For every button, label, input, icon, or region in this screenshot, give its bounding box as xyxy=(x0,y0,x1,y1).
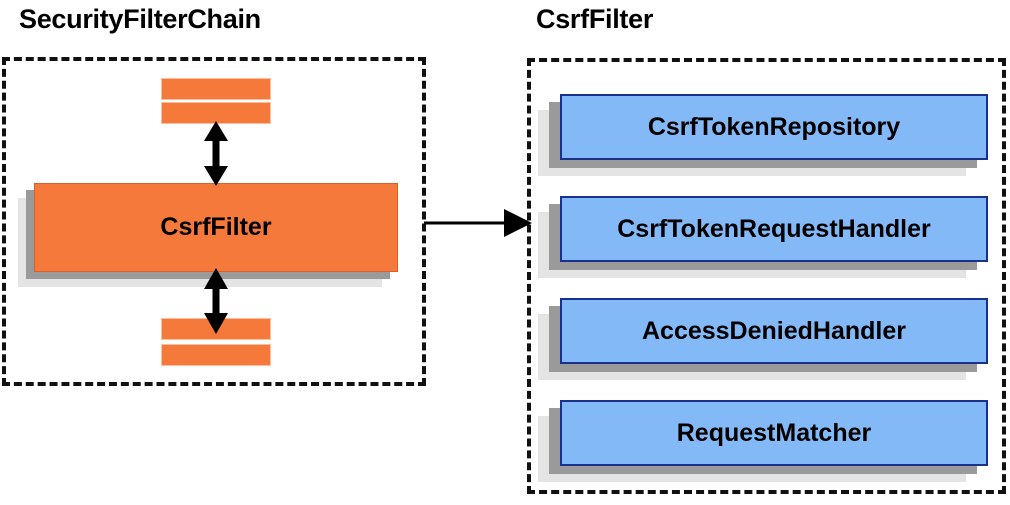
collaborator-label-access-denied-handler: AccessDeniedHandler xyxy=(641,316,906,345)
left-panel-title: SecurityFilterChain xyxy=(19,4,261,34)
csrf-filter-block[interactable]: CsrfFilter xyxy=(34,183,398,272)
collaborator-label-csrf-token-request-handler: CsrfTokenRequestHandler xyxy=(617,214,931,243)
collaborator-box-access-denied-handler[interactable]: AccessDeniedHandler xyxy=(560,298,988,364)
connector-arrow-top xyxy=(204,121,228,186)
collaborator-box-csrf-token-request-handler[interactable]: CsrfTokenRequestHandler xyxy=(560,196,988,262)
filter-bar-top-1 xyxy=(161,78,271,100)
csrf-filter-collaborators-panel xyxy=(527,58,1006,494)
collaborator-box-csrf-token-repository[interactable]: CsrfTokenRepository xyxy=(560,94,988,160)
right-panel-title: CsrfFilter xyxy=(536,4,654,34)
panel-link-arrow xyxy=(424,209,532,237)
collaborator-label-request-matcher: RequestMatcher xyxy=(676,418,872,447)
csrf-filter-block-label: CsrfFilter xyxy=(160,213,272,241)
collaborator-box-request-matcher[interactable]: RequestMatcher xyxy=(560,400,988,466)
connector-arrow-bottom xyxy=(204,268,228,334)
collaborator-label-csrf-token-repository: CsrfTokenRepository xyxy=(647,112,901,141)
filter-bar-bottom-2 xyxy=(161,344,271,366)
